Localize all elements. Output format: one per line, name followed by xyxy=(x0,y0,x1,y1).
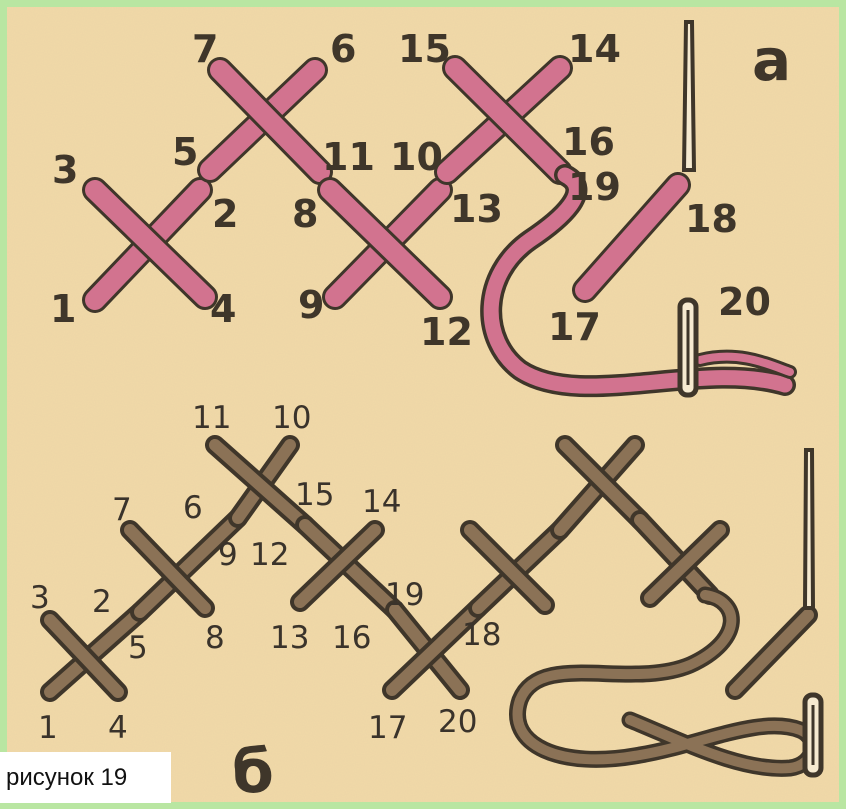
a-label-7: 7 xyxy=(192,27,218,71)
b-label-8: 8 xyxy=(205,620,225,656)
panel-b-needle-bottom xyxy=(805,695,821,775)
a-label-12: 12 xyxy=(420,310,473,354)
caption-text: рисунок 19 xyxy=(0,764,127,792)
a-label-10: 10 xyxy=(390,135,443,179)
b-label-11: 11 xyxy=(192,400,231,436)
panel-b-letter: б xyxy=(232,737,274,807)
a-label-20: 20 xyxy=(718,280,771,324)
panel-a-needle-top xyxy=(684,22,694,170)
a-label-19: 19 xyxy=(568,165,621,209)
b-label-17: 17 xyxy=(368,710,407,746)
a-label-18: 18 xyxy=(685,197,738,241)
b-label-5: 5 xyxy=(128,630,148,666)
b-label-2: 2 xyxy=(92,584,112,620)
b-label-4: 4 xyxy=(108,710,128,746)
panel-a-letter: а xyxy=(752,26,791,94)
b-label-16: 16 xyxy=(332,620,371,656)
a-label-8: 8 xyxy=(292,192,318,236)
a-label-17: 17 xyxy=(548,305,601,349)
a-label-6: 6 xyxy=(330,27,356,71)
a-label-1: 1 xyxy=(50,287,76,331)
b-label-10: 10 xyxy=(272,400,311,436)
a-label-3: 3 xyxy=(52,148,78,192)
b-label-6: 6 xyxy=(183,490,203,526)
b-label-19: 19 xyxy=(385,577,424,613)
a-label-5: 5 xyxy=(172,130,198,174)
a-label-4: 4 xyxy=(210,287,236,331)
a-label-15: 15 xyxy=(398,27,451,71)
a-label-2: 2 xyxy=(212,192,238,236)
b-label-9: 9 xyxy=(218,537,238,573)
b-label-15: 15 xyxy=(295,477,334,513)
a-label-16: 16 xyxy=(562,120,615,164)
a-label-14: 14 xyxy=(568,27,621,71)
b-label-13: 13 xyxy=(270,620,309,656)
figure-caption: рисунок 19 xyxy=(0,752,171,803)
a-label-11: 11 xyxy=(322,135,375,179)
b-label-20: 20 xyxy=(438,704,477,740)
paper-texture xyxy=(7,7,839,802)
b-label-7: 7 xyxy=(112,492,132,528)
a-label-9: 9 xyxy=(298,283,324,327)
b-label-1: 1 xyxy=(38,710,58,746)
b-label-18: 18 xyxy=(462,617,501,653)
panel-b-needle-top xyxy=(805,450,813,608)
b-label-3: 3 xyxy=(30,580,50,616)
panel-a-needle-bottom xyxy=(680,300,696,395)
b-label-12: 12 xyxy=(250,537,289,573)
a-label-13: 13 xyxy=(450,187,503,231)
b-label-14: 14 xyxy=(362,484,401,520)
